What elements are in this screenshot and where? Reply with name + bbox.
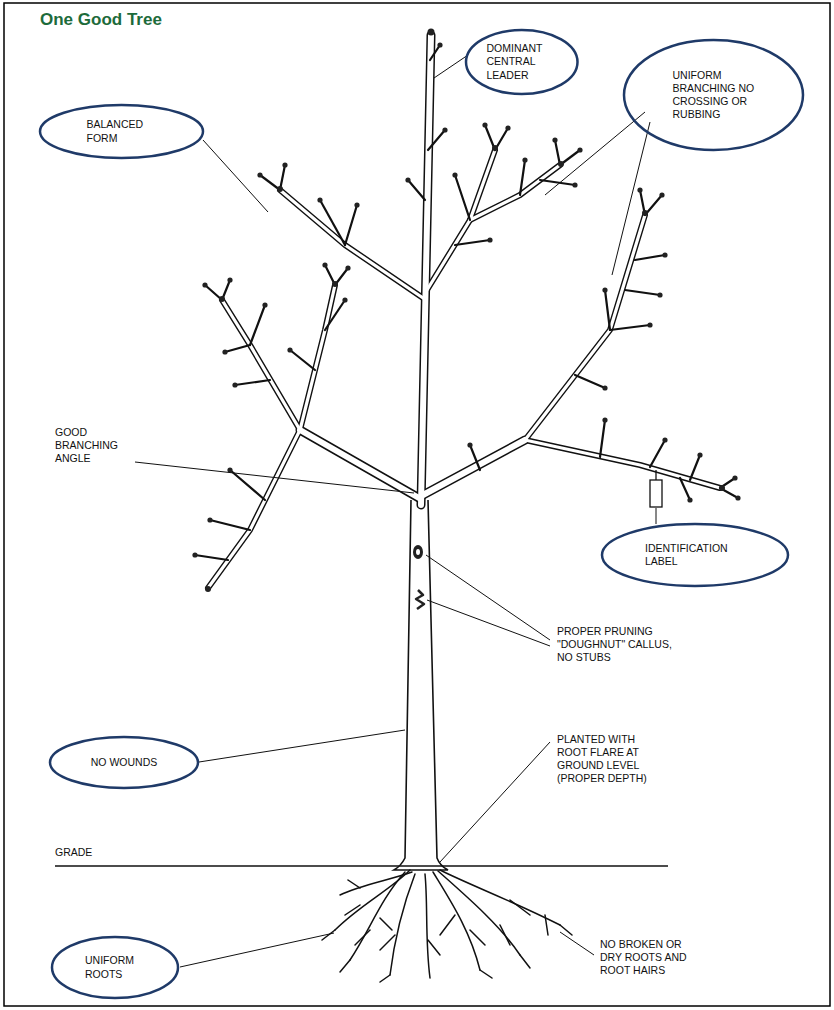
callout-text-group: IDENTIFICATION LABEL — [645, 542, 745, 568]
ellipse-shape — [602, 524, 788, 586]
annotation-text: GRADE — [55, 846, 92, 859]
callout-text: UNIFORM ROOTS — [85, 954, 145, 980]
callout-text-group: DOMINANT CENTRAL LEADER — [487, 42, 557, 81]
ellipse-outline — [600, 522, 790, 588]
pruning-callus — [413, 545, 424, 609]
twigs — [195, 45, 738, 560]
buds — [192, 29, 740, 593]
scaffold-branch-fill — [300, 35, 525, 505]
callout-ellipse: NO WOUNDS — [48, 735, 200, 790]
diagram-title: One Good Tree — [40, 10, 162, 30]
callout-text: IDENTIFICATION LABEL — [645, 542, 745, 568]
annotation-text: NO BROKEN OR DRY ROOTS AND ROOT HAIRS — [600, 938, 700, 977]
grade-line — [55, 865, 668, 866]
annotation-label: GOOD BRANCHING ANGLE — [55, 426, 130, 465]
callout-text-group: UNIFORM BRANCHING NO CROSSING OR RUBBING — [673, 69, 755, 122]
branch — [208, 150, 720, 588]
callout-text: UNIFORM BRANCHING NO CROSSING OR RUBBING — [673, 69, 755, 122]
annotation-text: PLANTED WITH ROOT FLARE AT GROUND LEVEL … — [557, 733, 665, 786]
callout-ellipse: IDENTIFICATION LABEL — [600, 522, 790, 588]
frame-border — [4, 3, 830, 1006]
annotation-label: PROPER PRUNING "DOUGHNUT" CALLUS, NO STU… — [557, 625, 679, 664]
branch-fill — [208, 150, 720, 588]
callout-text-group: BALANCED FORM — [87, 118, 157, 144]
annotation-text: GOOD BRANCHING ANGLE — [55, 426, 130, 465]
annotation-label: NO BROKEN OR DRY ROOTS AND ROOT HAIRS — [600, 938, 700, 977]
identification-tag — [650, 470, 662, 507]
annotation-label: GRADE — [55, 846, 92, 859]
annotation-text: PROPER PRUNING "DOUGHNUT" CALLUS, NO STU… — [557, 625, 679, 664]
scaffold-branch — [300, 35, 525, 505]
ellipse-shape — [40, 105, 203, 158]
callout-text-group: UNIFORM ROOTS — [85, 954, 145, 980]
callout-ellipse: UNIFORM BRANCHING NO CROSSING OR RUBBING — [622, 38, 805, 152]
annotation-label: PLANTED WITH ROOT FLARE AT GROUND LEVEL … — [557, 733, 665, 786]
callout-text: DOMINANT CENTRAL LEADER — [487, 42, 557, 81]
leader-lines — [135, 55, 656, 967]
callout-text: BALANCED FORM — [87, 118, 157, 144]
callout-ellipse: BALANCED FORM — [38, 103, 205, 160]
callout-ellipse: UNIFORM ROOTS — [50, 935, 180, 1000]
callout-ellipse: DOMINANT CENTRAL LEADER — [464, 28, 580, 96]
trunk — [394, 500, 448, 870]
callout-text: NO WOUNDS — [91, 756, 158, 769]
ellipse-shape — [50, 737, 198, 788]
ellipse-outline — [38, 103, 205, 160]
ellipse-shape — [466, 30, 578, 94]
ellipse-shape — [52, 937, 178, 998]
roots — [322, 870, 572, 982]
ellipse-shape — [624, 40, 803, 150]
callout-text-group: NO WOUNDS — [91, 756, 158, 769]
